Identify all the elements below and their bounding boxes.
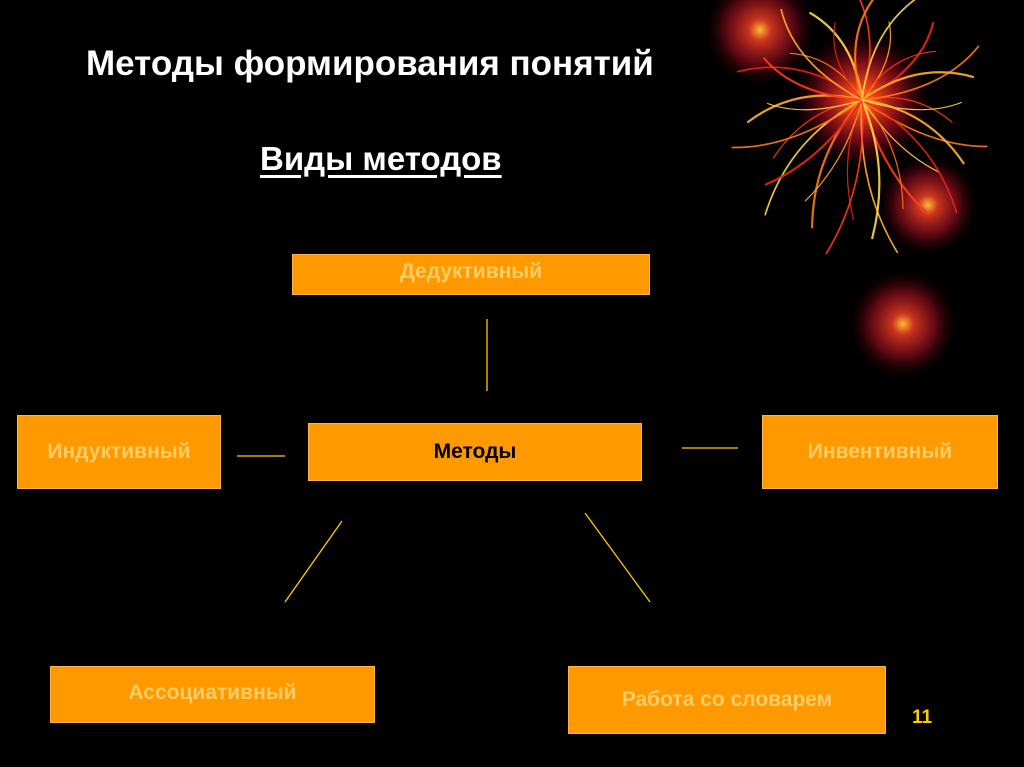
firework-ray (860, 99, 899, 254)
firework-ray (811, 98, 864, 229)
node-dictionary: Работа со словарем (568, 666, 886, 734)
glow-orb-center (792, 30, 932, 170)
firework-ray (731, 99, 863, 149)
node-inventive: Инвентивный (762, 415, 998, 489)
firework-ray (804, 99, 863, 202)
node-inductive: Индуктивный (17, 415, 221, 489)
firework-ray (861, 99, 904, 210)
connector-dictionary (584, 512, 651, 603)
page-number: 11 (912, 707, 933, 728)
firework-ray (789, 52, 863, 101)
firework-ray (846, 99, 863, 220)
firework-ray (861, 45, 980, 101)
node-dictionary-label: Работа со словарем (621, 688, 833, 711)
firework-ray (860, 98, 881, 240)
firework-ray (764, 98, 864, 186)
firework-ray (780, 8, 863, 101)
node-associative-label: Ассоциативный (128, 681, 297, 704)
firework-ray (767, 99, 863, 111)
glow-orb-small (849, 270, 957, 378)
firework-ray (861, 0, 916, 101)
firework-ray (861, 99, 962, 111)
node-methods-center: Методы (308, 423, 642, 481)
firework-rays (731, 0, 988, 255)
firework-ray (764, 99, 863, 216)
firework-ray (861, 99, 988, 148)
firework-ray (861, 50, 937, 101)
node-methods-label: Методы (433, 440, 517, 463)
glow-orb-top (705, 0, 815, 85)
connector-associative (284, 520, 343, 603)
firework-ray (860, 98, 965, 165)
firework-ray (809, 11, 864, 102)
firework-ray (860, 98, 930, 216)
firework-ray (763, 57, 864, 102)
firework-ray (746, 94, 864, 124)
firework-ray (833, 22, 863, 101)
firework-ray (737, 66, 863, 101)
slide-title: Методы формирования понятий (86, 44, 654, 83)
node-deductive-label: Дедуктивный (399, 260, 543, 283)
firework-ray (854, 0, 874, 102)
firework-ray (861, 96, 953, 123)
node-inductive-label: Индуктивный (47, 440, 191, 463)
glow-orb-lower (878, 155, 978, 255)
firework-ray (859, 0, 871, 101)
node-inventive-label: Инвентивный (807, 440, 953, 463)
firework-ray (825, 99, 864, 255)
firework-ray (861, 99, 940, 173)
firework-ray (860, 71, 975, 102)
firework-ray (860, 22, 935, 102)
slide-subtitle: Виды методов (260, 140, 502, 177)
node-deductive: Дедуктивный (292, 254, 650, 295)
firework-ray (861, 21, 892, 101)
firework-ray (772, 99, 863, 159)
node-associative: Ассоциативный (50, 666, 375, 723)
firework-ray (861, 99, 958, 214)
